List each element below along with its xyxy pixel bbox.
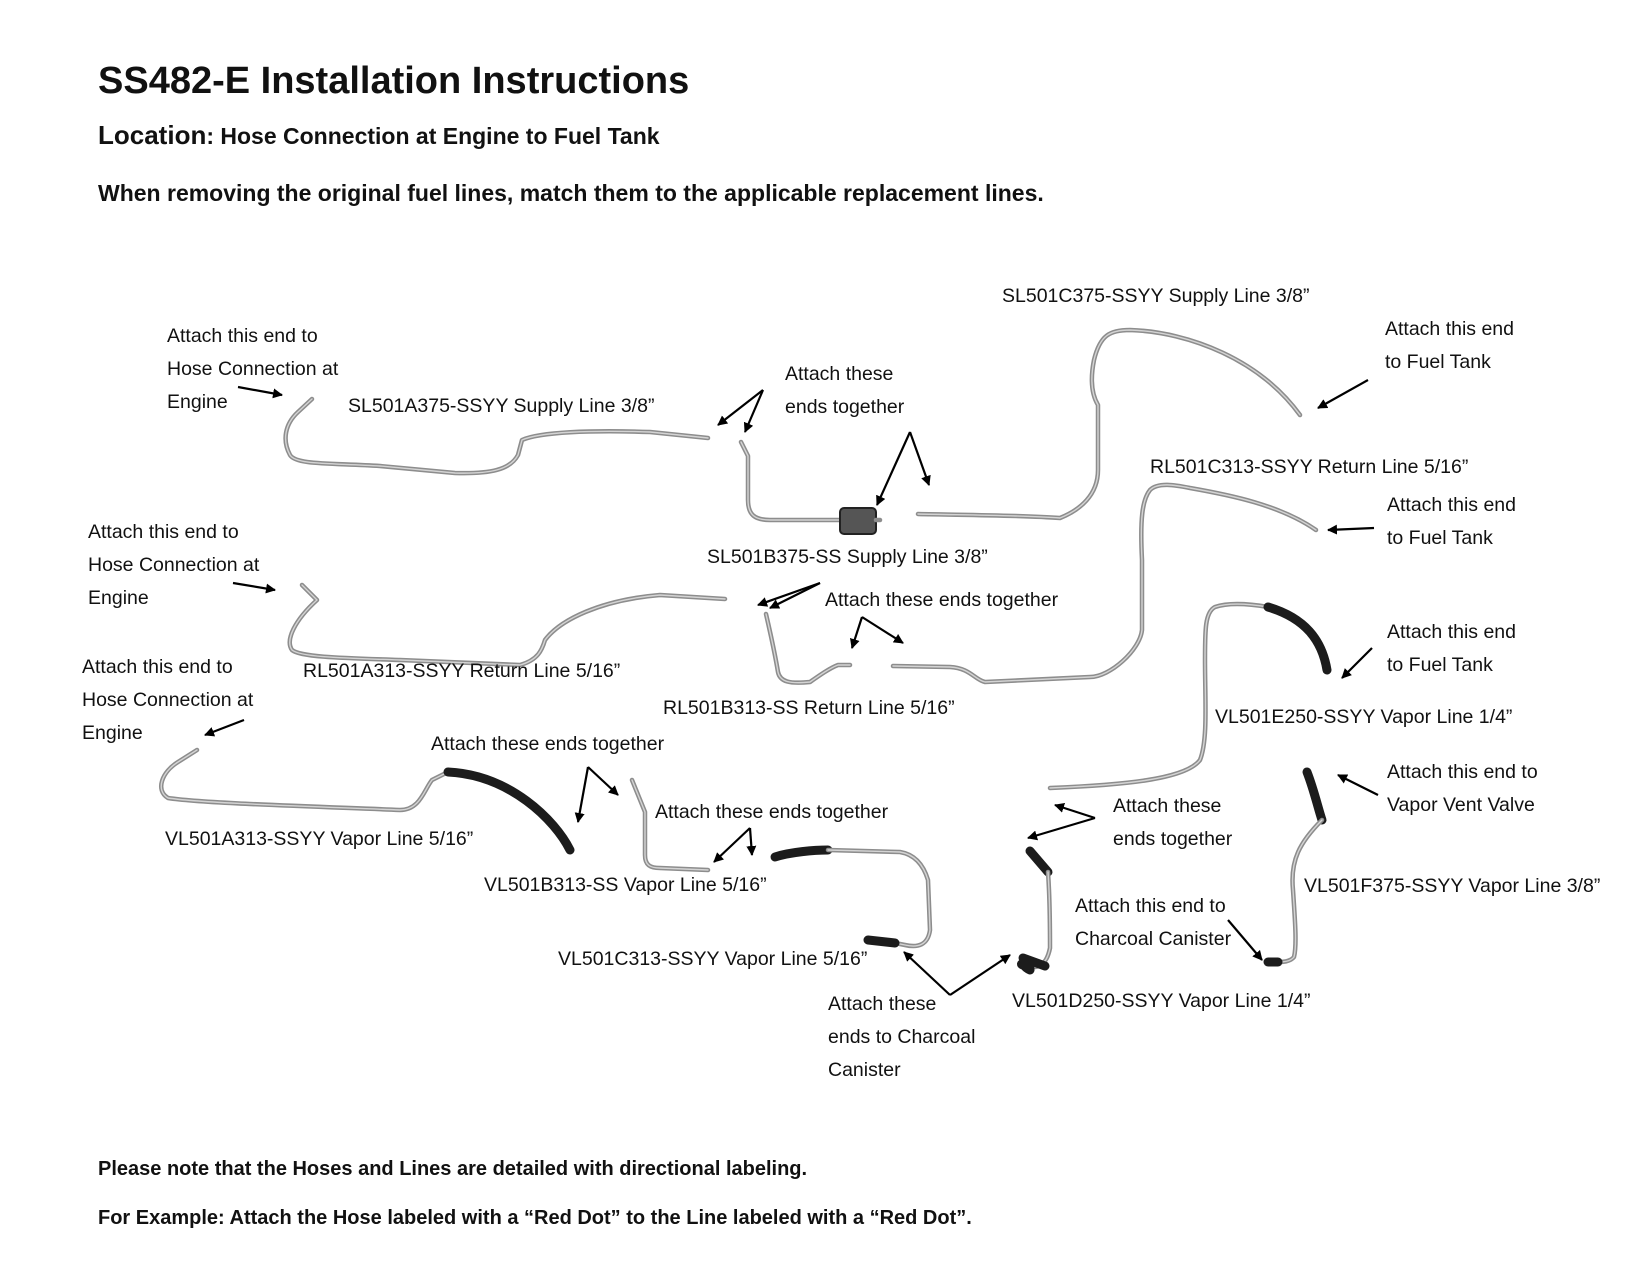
label-vl501d: VL501D250-SSYY Vapor Line 1/4” — [1012, 990, 1311, 1012]
vl501f-line — [1263, 767, 1327, 967]
location-label: Location — [98, 120, 207, 150]
label-attach-together-3: Attach these ends together — [431, 733, 665, 755]
sl501a-line — [283, 396, 711, 476]
label-rl501a: RL501A313-SSYY Return Line 5/16” — [303, 660, 621, 682]
vl501d-hose-top — [1025, 846, 1053, 877]
vl501a-hose — [443, 767, 575, 855]
footer-note-2: For Example: Attach the Hose labeled wit… — [98, 1207, 972, 1229]
intro-text: When removing the original fuel lines, m… — [98, 180, 1044, 206]
vl501e-line — [1047, 601, 1332, 791]
label-attach-tank-1: Attach this end to Fuel Tank — [1385, 318, 1514, 373]
label-attach-engine-3: Attach this end to Hose Connection at En… — [82, 656, 254, 744]
rl501a-line — [287, 582, 728, 668]
location-value: : Hose Connection at Engine to Fuel Tank — [206, 123, 660, 149]
label-attach-engine-2: Attach this end to Hose Connection at En… — [88, 521, 260, 609]
label-vl501a: VL501A313-SSYY Vapor Line 5/16” — [165, 828, 474, 850]
label-vl501c: VL501C313-SSYY Vapor Line 5/16” — [558, 948, 868, 970]
vl501c-line — [770, 845, 933, 949]
label-rl501b: RL501B313-SS Return Line 5/16” — [663, 697, 955, 719]
label-vl501b: VL501B313-SS Vapor Line 5/16” — [484, 874, 767, 896]
fuel-filter-icon — [839, 507, 877, 535]
label-attach-together-1: Attach these ends together — [785, 363, 905, 418]
label-vl501f: VL501F375-SSYY Vapor Line 3/8” — [1304, 875, 1601, 897]
label-sl501b: SL501B375-SS Supply Line 3/8” — [707, 546, 988, 568]
label-attach-charcoal-2: Attach these ends to Charcoal Canister — [828, 993, 976, 1081]
vl501c-hose-bottom — [863, 935, 900, 948]
vl501a-line — [159, 747, 575, 855]
location-line: Location: Hose Connection at Engine to F… — [98, 120, 660, 151]
label-attach-vent: Attach this end to Vapor Vent Valve — [1387, 761, 1538, 816]
footer-note-1: Please note that the Hoses and Lines are… — [98, 1158, 808, 1180]
page-title: SS482-E Installation Instructions — [98, 60, 690, 102]
annotation-arrows — [204, 379, 1379, 996]
label-sl501c: SL501C375-SSYY Supply Line 3/8” — [1002, 285, 1310, 307]
rl501c-line — [890, 482, 1319, 685]
label-attach-tank-2: Attach this end to Fuel Tank — [1387, 494, 1516, 549]
label-attach-together-4: Attach these ends together — [655, 801, 889, 823]
label-attach-together-2: Attach these ends together — [825, 589, 1059, 611]
sl501b-line — [738, 439, 883, 535]
vl501c-hose-top — [770, 845, 833, 862]
rl501b-line — [763, 611, 853, 685]
label-vl501e: VL501E250-SSYY Vapor Line 1/4” — [1215, 706, 1513, 728]
vl501f-hose-top — [1302, 767, 1327, 825]
label-attach-together-5: Attach these ends together — [1113, 795, 1233, 850]
vl501e-hose — [1263, 602, 1332, 675]
label-attach-engine-1: Attach this end to Hose Connection at En… — [167, 325, 339, 413]
label-rl501c: RL501C313-SSYY Return Line 5/16” — [1150, 456, 1469, 478]
label-attach-tank-3: Attach this end to Fuel Tank — [1387, 621, 1516, 676]
vl501b-line — [629, 777, 711, 873]
sl501c-line — [915, 327, 1303, 521]
label-attach-charcoal-1: Attach this end to Charcoal Canister — [1075, 895, 1232, 950]
vl501d-line — [1016, 846, 1053, 975]
label-sl501a: SL501A375-SSYY Supply Line 3/8” — [348, 395, 655, 417]
